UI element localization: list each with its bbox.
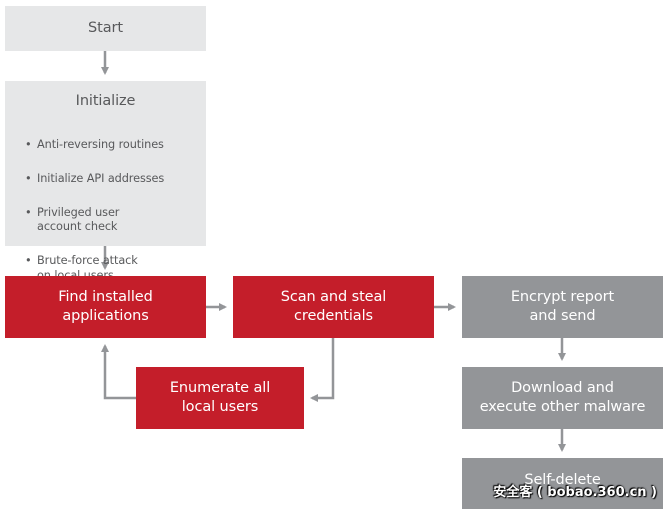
encrypt-report-node: Encrypt report and send bbox=[462, 276, 663, 338]
initialize-step: Privileged user account check bbox=[25, 206, 200, 235]
scan-steal-credentials-node: Scan and steal credentials bbox=[233, 276, 434, 338]
initialize-steps-list: Anti-reversing routines Initialize API a… bbox=[25, 123, 200, 303]
find-installed-applications-node: Find installed applications bbox=[5, 276, 206, 338]
scan-steal-credentials-label: Scan and steal credentials bbox=[280, 289, 387, 324]
enumerate-local-users-label: Enumerate all local users bbox=[169, 380, 271, 415]
download-execute-label: Download and execute other malware bbox=[479, 380, 646, 415]
initialize-step: Anti-reversing routines bbox=[25, 138, 200, 153]
start-label: Start bbox=[88, 20, 123, 36]
encrypt-report-label: Encrypt report and send bbox=[510, 289, 615, 324]
initialize-title: Initialize bbox=[75, 93, 136, 109]
initialize-node: Initialize Anti-reversing routines Initi… bbox=[5, 81, 206, 282]
initialize-step: Initialize API addresses bbox=[25, 172, 200, 187]
arrow-enumerate-to-find bbox=[101, 344, 136, 400]
start-node: Start bbox=[5, 6, 206, 51]
download-execute-node: Download and execute other malware bbox=[462, 367, 663, 429]
enumerate-local-users-node: Enumerate all local users bbox=[136, 367, 304, 429]
self-delete-node: Self-delete bbox=[462, 458, 663, 509]
find-installed-applications-label: Find installed applications bbox=[58, 289, 153, 324]
self-delete-label: Self-delete bbox=[524, 472, 601, 488]
arrow-scan-to-enumerate bbox=[310, 338, 335, 402]
watermark-text: 安全客 ( bobao.360.cn ) bbox=[493, 485, 657, 500]
